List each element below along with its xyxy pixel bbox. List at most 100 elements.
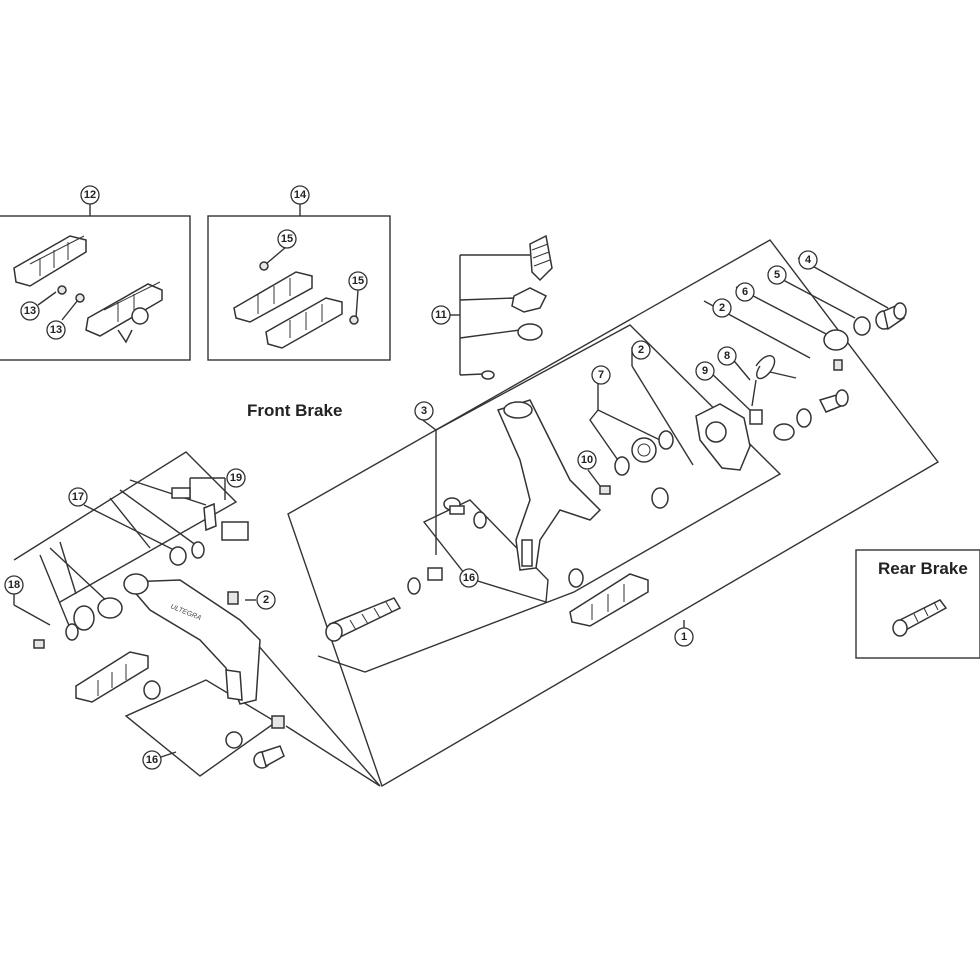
washer-17d (65, 623, 79, 641)
svg-text:11: 11 (435, 309, 447, 321)
pad-bolt-16a (443, 497, 465, 515)
center-bolt-nut (823, 316, 871, 351)
screw-18 (33, 639, 45, 649)
callout-16a: 16 (459, 568, 479, 588)
callout-2b: 2 (631, 340, 651, 360)
inset-box-14 (207, 215, 391, 361)
brake-shoe-inset-12-lower (85, 281, 163, 344)
washer-16d (225, 731, 243, 749)
callout-9: 9 (695, 361, 715, 381)
washer-17c (73, 605, 95, 631)
callout-18: 18 (4, 575, 24, 595)
svg-text:16: 16 (463, 572, 475, 584)
pad-screw-15a (259, 261, 269, 271)
callout-1: 1 (674, 627, 694, 647)
pivot-plate (695, 403, 751, 471)
highlighted-nut-4 (875, 302, 907, 331)
nut-bottom (271, 715, 285, 729)
svg-text:2: 2 (719, 302, 725, 314)
washer-7b (658, 430, 674, 450)
svg-text:5: 5 (774, 269, 780, 281)
cable-adjuster (529, 234, 553, 282)
callout-15a: 15 (277, 229, 297, 249)
svg-text:15: 15 (352, 275, 364, 287)
callout-6: 6 (735, 282, 755, 302)
spring-holder (97, 597, 123, 619)
bushing (773, 423, 795, 441)
washer-right (796, 408, 812, 428)
callout-2c: 2 (256, 590, 276, 610)
svg-text:16: 16 (146, 754, 158, 766)
callouts: 12 14 13 13 15 15 11 3 4 5 6 2 2 8 9 7 1… (4, 185, 818, 770)
callout-15b: 15 (348, 271, 368, 291)
pad-screw-15b (349, 315, 359, 325)
svg-text:7: 7 (598, 369, 604, 381)
callout-13b: 13 (46, 320, 66, 340)
caliper-arm-rear: ULTEGRA (123, 573, 261, 705)
callout-8: 8 (717, 346, 737, 366)
svg-text:13: 13 (50, 324, 62, 336)
svg-text:2: 2 (263, 594, 269, 606)
brake-shoe-middle (569, 573, 649, 627)
svg-text:15: 15 (281, 233, 293, 245)
callout-10: 10 (577, 450, 597, 470)
brake-shoe-bottom (75, 651, 149, 703)
svg-text:1: 1 (681, 631, 687, 643)
caliper-arm-front (496, 399, 602, 571)
small-screw-10 (599, 485, 611, 495)
svg-text:17: 17 (72, 491, 84, 503)
rear-brake-box (855, 549, 980, 659)
brake-pad-inset-14-upper (233, 271, 313, 323)
callout-14: 14 (290, 185, 310, 205)
gear-washer (631, 437, 657, 463)
brake-pad-inset-14-lower (265, 297, 343, 349)
svg-text:9: 9 (702, 365, 708, 377)
callout-3: 3 (414, 401, 434, 421)
callout-5: 5 (767, 265, 787, 285)
washer-16a (568, 568, 584, 588)
brake-shoe-inset-12-upper (13, 235, 87, 287)
svg-text:13: 13 (24, 305, 36, 317)
parts: ULTEGRA (13, 234, 948, 769)
washer-2 (651, 487, 669, 509)
callout-7: 7 (591, 365, 611, 385)
pad-screw-13b (75, 293, 85, 303)
svg-text:4: 4 (805, 254, 812, 266)
adjuster-nut (511, 287, 548, 313)
callout-12: 12 (80, 185, 100, 205)
washer-1a (407, 577, 421, 595)
callout-2a: 2 (712, 298, 732, 318)
washer-16b (473, 511, 487, 529)
washer-17b (191, 541, 205, 559)
svg-text:6: 6 (742, 286, 748, 298)
washer-16c (143, 680, 161, 700)
callout-19: 19 (226, 468, 246, 488)
return-spring (751, 355, 797, 407)
callout-16b: 16 (142, 750, 162, 770)
cable-bolt-19 (171, 487, 249, 541)
inset-box-12 (0, 215, 191, 361)
callout-13a: 13 (20, 301, 40, 321)
spacer-1 (427, 567, 443, 581)
pad-bolt-16b (253, 745, 285, 769)
svg-text:10: 10 (581, 454, 593, 466)
callout-4: 4 (798, 250, 818, 270)
mounting-bolt (325, 597, 402, 642)
leader-lines (13, 203, 940, 788)
washer-17a (169, 546, 187, 566)
svg-text:2: 2 (638, 344, 644, 356)
pivot-bolt (818, 389, 849, 413)
spring-block (749, 409, 763, 425)
adjuster-washer (517, 323, 543, 341)
svg-text:18: 18 (8, 579, 20, 591)
small-washer (481, 370, 495, 380)
svg-text:3: 3 (421, 405, 427, 417)
svg-text:8: 8 (724, 350, 730, 362)
svg-text:19: 19 (230, 472, 242, 484)
small-screw-2-left (227, 591, 239, 605)
svg-text:12: 12 (84, 189, 96, 201)
rear-brake-title: Rear Brake (878, 559, 968, 578)
callout-11: 11 (431, 305, 451, 325)
rear-brake-bolt (892, 599, 948, 637)
